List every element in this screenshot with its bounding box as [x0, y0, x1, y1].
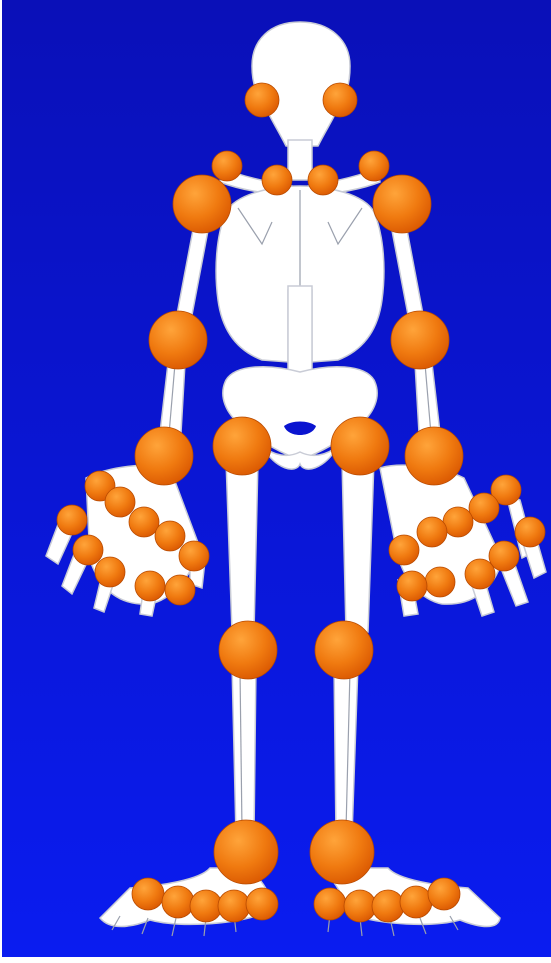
joint-marker-hand-mcp-left[interactable]: [389, 535, 419, 565]
tibia-right: [232, 664, 256, 836]
joint-marker-hand-pip-right[interactable]: [165, 575, 195, 605]
joint-marker-wrist-right[interactable]: [135, 427, 193, 485]
joint-marker-hand-mcp-right[interactable]: [179, 541, 209, 571]
joint-marker-hand-mcp-left[interactable]: [443, 507, 473, 537]
joint-marker-hand-pip-right[interactable]: [135, 571, 165, 601]
joint-marker-sternoclavicular-left[interactable]: [308, 165, 338, 195]
joint-marker-acromioclavicular-left[interactable]: [359, 151, 389, 181]
joint-marker-hand-pip-right[interactable]: [57, 505, 87, 535]
joint-marker-elbow-left[interactable]: [391, 311, 449, 369]
joint-marker-foot-mtp-right[interactable]: [190, 890, 222, 922]
joint-marker-hand-mcp-right[interactable]: [129, 507, 159, 537]
joint-marker-acromioclavicular-right[interactable]: [212, 151, 242, 181]
joint-marker-hand-pip-right[interactable]: [73, 535, 103, 565]
joint-marker-sternoclavicular-right[interactable]: [262, 165, 292, 195]
joint-marker-ankle-left[interactable]: [310, 820, 374, 884]
joint-marker-hand-pip-left[interactable]: [515, 517, 545, 547]
joint-marker-foot-mtp-left[interactable]: [400, 886, 432, 918]
joint-marker-foot-mtp-left[interactable]: [314, 888, 346, 920]
joint-marker-hand-mcp-right[interactable]: [155, 521, 185, 551]
joint-marker-foot-mtp-right[interactable]: [246, 888, 278, 920]
joint-marker-hand-mcp-left[interactable]: [469, 493, 499, 523]
joint-marker-hand-pip-left[interactable]: [489, 541, 519, 571]
joint-marker-wrist-left[interactable]: [405, 427, 463, 485]
joint-marker-hip-right[interactable]: [213, 417, 271, 475]
femur-left: [342, 460, 374, 632]
joint-marker-ankle-right[interactable]: [214, 820, 278, 884]
joint-marker-knee-left[interactable]: [315, 621, 373, 679]
joint-marker-shoulder-right[interactable]: [173, 175, 231, 233]
joint-marker-foot-mtp-left[interactable]: [372, 890, 404, 922]
joint-marker-hand-mcp-right[interactable]: [105, 487, 135, 517]
joint-marker-foot-mtp-right[interactable]: [132, 878, 164, 910]
joint-marker-jaw-right[interactable]: [245, 83, 279, 117]
femur-right: [226, 460, 258, 632]
joint-marker-hand-pip-left[interactable]: [397, 571, 427, 601]
joint-marker-foot-mtp-right[interactable]: [218, 890, 250, 922]
joint-marker-hand-mcp-left[interactable]: [417, 517, 447, 547]
joint-marker-shoulder-left[interactable]: [373, 175, 431, 233]
joint-marker-hand-pip-right[interactable]: [95, 557, 125, 587]
joint-marker-foot-mtp-left[interactable]: [428, 878, 460, 910]
joint-marker-foot-mtp-right[interactable]: [162, 886, 194, 918]
joint-marker-hip-left[interactable]: [331, 417, 389, 475]
joint-marker-knee-right[interactable]: [219, 621, 277, 679]
joint-marker-hand-pip-left[interactable]: [465, 559, 495, 589]
joint-marker-hand-pip-left[interactable]: [425, 567, 455, 597]
joint-marker-elbow-right[interactable]: [149, 311, 207, 369]
joint-marker-foot-mtp-left[interactable]: [344, 890, 376, 922]
neck: [288, 140, 312, 180]
joint-marker-jaw-left[interactable]: [323, 83, 357, 117]
